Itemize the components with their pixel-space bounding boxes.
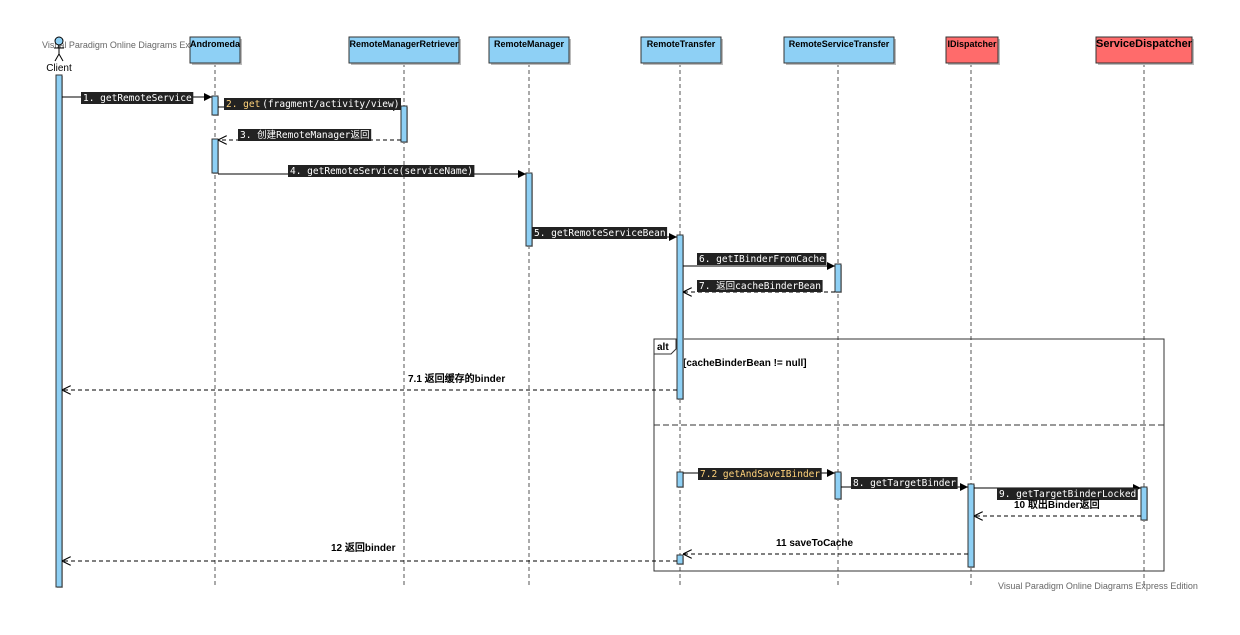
- participant-box-idispatcher[interactable]: [945, 36, 999, 64]
- message-label-m5: 5. getRemoteServiceBean: [534, 228, 666, 239]
- actor-leg-right: [58, 53, 64, 62]
- message-label-m11: 11 saveToCache: [776, 538, 854, 549]
- participant-box-manager[interactable]: [488, 36, 570, 64]
- participant-label-idispatcher: IDispatcher: [947, 39, 997, 49]
- actor-leg-left: [54, 53, 60, 62]
- message-label-m9: 9. getTargetBinderLocked: [999, 489, 1136, 500]
- participant-box-service_dispatcher[interactable]: [1095, 36, 1193, 64]
- activation-bar-client: [55, 74, 63, 588]
- alt-fragment-frame: [653, 338, 1165, 572]
- activation-bar-retriever: [400, 105, 408, 143]
- participant-label-service_dispatcher: ServiceDispatcher: [1096, 38, 1193, 50]
- message-label-m1: 1. getRemoteService: [83, 93, 192, 104]
- participant-label-client: Client: [46, 63, 72, 74]
- message-label-m72-bg: [698, 468, 822, 480]
- actor-head: [54, 36, 64, 46]
- alt-operator-label: alt: [657, 342, 669, 353]
- message-label-m1-bg: [81, 92, 194, 104]
- watermark-top: Visual Paradigm Online Diagrams Express …: [42, 40, 242, 50]
- message-label-m7-bg: [697, 280, 823, 292]
- watermark-bottom: Visual Paradigm Online Diagrams Express …: [998, 581, 1198, 591]
- alt-guard-label: [cacheBinderBean != null]: [683, 358, 807, 369]
- participant-label-service_transfer: RemoteServiceTransfer: [789, 39, 890, 49]
- activation-bar-service_transfer: [834, 471, 842, 500]
- activation-bar-transfer: [676, 471, 684, 488]
- message-label-m2-keyword: 2. get: [226, 99, 260, 110]
- activation-bar-idispatcher: [967, 483, 975, 568]
- message-label-m2-keyword-bg: [224, 98, 263, 110]
- activation-bar-andromeda: [211, 95, 219, 116]
- participant-label-manager: RemoteManager: [494, 39, 565, 49]
- participant-box-transfer[interactable]: [640, 36, 722, 64]
- message-label-m6: 6. getIBinderFromCache: [699, 254, 825, 265]
- message-label-m4-bg: [288, 165, 475, 177]
- message-label-m4: 4. getRemoteService(serviceName): [290, 166, 473, 177]
- message-label-m72: 7.2 getAndSaveIBinder: [700, 469, 820, 480]
- message-label-m3-bg: [238, 129, 372, 141]
- message-label-m5-bg: [532, 227, 668, 239]
- activation-bar-andromeda: [211, 138, 219, 174]
- alt-fragment-tab: [653, 338, 677, 355]
- message-label-m6-bg: [697, 253, 827, 265]
- participant-label-andromeda: Andromeda: [190, 39, 241, 49]
- participant-box-service_transfer[interactable]: [783, 36, 895, 64]
- message-label-m12: 12 返回binder: [331, 541, 396, 554]
- activation-bar-service_dispatcher: [1140, 486, 1148, 521]
- message-label-m8: 8. getTargetBinder: [853, 478, 956, 489]
- participant-box-retriever[interactable]: [348, 36, 460, 64]
- message-label-m2-params: (fragment/activity/view): [262, 99, 399, 110]
- participant-box-andromeda[interactable]: [189, 36, 241, 64]
- participant-label-transfer: RemoteTransfer: [647, 39, 716, 49]
- message-label-m9-bg: [997, 488, 1138, 500]
- message-label-m7: 7. 返回cacheBinderBean: [699, 280, 821, 292]
- message-label-m10: 10 取出Binder返回: [1014, 498, 1100, 511]
- message-label-m3: 3. 创建RemoteManager返回: [240, 129, 370, 141]
- activation-bar-transfer: [676, 234, 684, 400]
- activation-bar-service_transfer: [834, 263, 842, 293]
- actor-icon: [54, 36, 64, 62]
- message-label-m2-params-bg: [260, 98, 401, 110]
- activation-bar-transfer: [676, 554, 684, 565]
- activation-bar-manager: [525, 172, 533, 247]
- message-label-m71: 7.1 返回缓存的binder: [408, 372, 505, 385]
- message-label-m8-bg: [851, 477, 958, 489]
- participant-label-retriever: RemoteManagerRetriever: [349, 39, 459, 49]
